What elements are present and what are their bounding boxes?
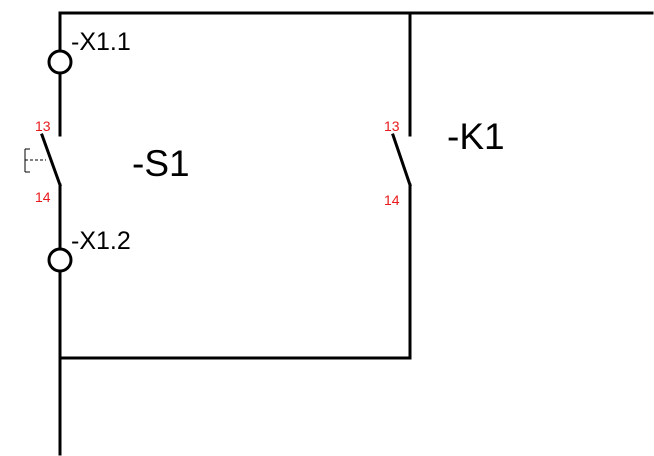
pin-k1-bottom: 14	[384, 192, 400, 208]
terminal-x1-1	[47, 49, 73, 75]
label-x1-2: -X1.2	[71, 227, 131, 255]
k1-contact-blade	[391, 133, 412, 187]
terminal-x1-2	[47, 247, 73, 273]
pin-s1-bottom: 14	[35, 189, 51, 205]
label-x1-1: -X1.1	[71, 28, 131, 56]
pin-k1-top: 13	[384, 118, 400, 134]
pushbutton-icon	[24, 148, 46, 173]
label-k1: -K1	[447, 116, 505, 157]
pin-s1-top: 13	[35, 118, 51, 134]
label-s1: -S1	[132, 143, 190, 184]
s1-contact-blade	[40, 133, 62, 187]
